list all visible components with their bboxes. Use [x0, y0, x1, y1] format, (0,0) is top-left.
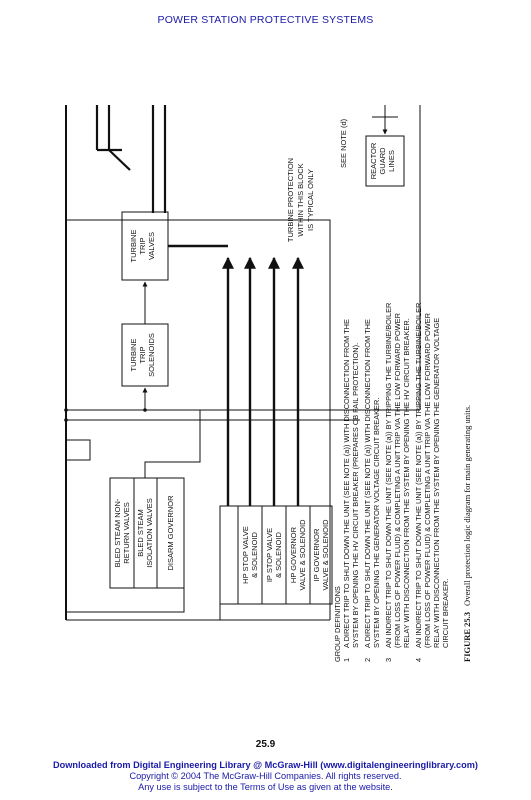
svg-text:RELAY WITH DISCONNECTION FROM: RELAY WITH DISCONNECTION FROM THE SYSTEM… [402, 318, 411, 648]
bled-steam-group-box [109, 477, 185, 589]
svg-text:GROUP DEFINITIONS: GROUP DEFINITIONS [333, 586, 342, 662]
group-definitions: GROUP DEFINITIONS 1 A DIRECT TRIP TO SHU… [333, 303, 450, 662]
svg-text:IP GOVERNOR: IP GOVERNOR [312, 528, 321, 581]
svg-text:HP GOVERNOR: HP GOVERNOR [289, 526, 298, 583]
turbine-trip-solenoids-label: TURBINE TRIP SOLENOIDS [129, 333, 156, 377]
ip-stop-valve-label: IP STOP VALVE & SOLENOID [265, 528, 283, 582]
svg-text:SOLENOIDS: SOLENOIDS [147, 333, 156, 377]
svg-text:FIGURE 25.3Overall protection: FIGURE 25.3Overall protection logic diag… [462, 405, 472, 662]
svg-text:AN INDIRECT TRIP TO SHUT DOWN: AN INDIRECT TRIP TO SHUT DOWN THE UNIT (… [384, 303, 393, 648]
svg-text:(FROM LOSS OF POWER FLUID) & C: (FROM LOSS OF POWER FLUID) & COMPLETING … [393, 313, 402, 648]
footer-copyright: Copyright © 2004 The McGraw-Hill Compani… [129, 771, 402, 781]
svg-text:3: 3 [384, 658, 393, 662]
svg-text:2: 2 [363, 658, 372, 662]
valve-solenoid-group-box [219, 505, 333, 605]
svg-text:IP STOP VALVE: IP STOP VALVE [265, 528, 274, 582]
svg-text:AN INDIRECT TRIP TO SHUT DOWN: AN INDIRECT TRIP TO SHUT DOWN THE UNIT (… [414, 303, 423, 648]
svg-text:CIRCUIT BREAKER.: CIRCUIT BREAKER. [441, 579, 450, 648]
svg-text:WITHIN THIS BLOCK: WITHIN THIS BLOCK [296, 163, 305, 236]
top-trip-lines [95, 105, 167, 213]
hp-governor-label: HP GOVERNOR VALVE & SOLENOID [289, 519, 307, 591]
svg-text:VALVE & SOLENOID: VALVE & SOLENOID [321, 519, 330, 591]
svg-text:HP STOP VALVE: HP STOP VALVE [241, 526, 250, 584]
svg-text:GUARD: GUARD [378, 147, 387, 175]
svg-text:REACTOR: REACTOR [369, 142, 378, 179]
svg-text:IS TYPICAL ONLY: IS TYPICAL ONLY [306, 169, 315, 231]
disarm-governor-label: DISARM GOVERNOR [166, 495, 175, 571]
svg-text:RETURN VALVES: RETURN VALVES [122, 502, 131, 563]
footer: Downloaded from Digital Engineering Libr… [0, 760, 531, 793]
hp-stop-valve-label: HP STOP VALVE & SOLENOID [241, 526, 259, 584]
svg-text:TURBINE: TURBINE [129, 230, 138, 263]
bled-steam-nrv-label: BLED STEAM NON- RETURN VALVES [113, 498, 131, 567]
footer-terms: Any use is subject to the Terms of Use a… [138, 782, 393, 792]
page-number: 25.9 [255, 739, 276, 750]
svg-text:TURBINE: TURBINE [129, 339, 138, 372]
svg-text:& SOLENOID: & SOLENOID [274, 532, 283, 578]
svg-text:& SOLENOID: & SOLENOID [250, 532, 259, 578]
svg-text:BLED STEAM: BLED STEAM [136, 509, 145, 557]
ip-governor-label: IP GOVERNOR VALVE & SOLENOID [312, 519, 330, 591]
svg-text:SYSTEM BY OPENING THE HV CIRCU: SYSTEM BY OPENING THE HV CIRCUIT BREAKER… [351, 343, 360, 648]
svg-text:VALVE & SOLENOID: VALVE & SOLENOID [298, 519, 307, 591]
svg-text:A DIRECT TRIP TO SHUT DOWN THE: A DIRECT TRIP TO SHUT DOWN THE UNIT (SEE… [342, 319, 351, 648]
svg-text:TRIP: TRIP [138, 346, 147, 363]
turbine-block-outline [66, 219, 331, 620]
svg-text:TRIP: TRIP [138, 237, 147, 254]
bled-steam-isolation-label: BLED STEAM ISOLATION VALVES [136, 498, 154, 568]
svg-text:VALVES: VALVES [147, 232, 156, 260]
footer-download-link[interactable]: Downloaded from Digital Engineering Libr… [53, 760, 478, 770]
svg-text:TURBINE PROTECTION: TURBINE PROTECTION [286, 158, 295, 242]
turbine-protection-note: TURBINE PROTECTION WITHIN THIS BLOCK IS … [286, 158, 315, 242]
svg-text:BLED STEAM NON-: BLED STEAM NON- [113, 498, 122, 567]
svg-text:4: 4 [414, 658, 423, 662]
svg-text:A DIRECT TRIP TO SHUT DOWN THE: A DIRECT TRIP TO SHUT DOWN THE UNIT (SEE… [363, 319, 372, 648]
see-note-d-label: SEE NOTE (d) [339, 118, 348, 168]
figure-caption: FIGURE 25.3Overall protection logic diag… [462, 405, 472, 662]
svg-text:(FROM LOSS OF POWER FLUID) & C: (FROM LOSS OF POWER FLUID) & COMPLETING … [423, 313, 432, 648]
svg-text:LINES: LINES [387, 150, 396, 172]
turbine-trip-valves-label: TURBINE TRIP VALVES [129, 230, 156, 263]
valve-signal-lines [168, 244, 304, 506]
reactor-guard-box [365, 135, 405, 187]
running-header: POWER STATION PROTECTIVE SYSTEMS [157, 14, 374, 26]
svg-text:ISOLATION VALVES: ISOLATION VALVES [145, 498, 154, 568]
svg-text:RELAY WITH DISCONNECTION FROM: RELAY WITH DISCONNECTION FROM THE SYSTEM… [432, 318, 441, 648]
svg-text:1: 1 [342, 658, 351, 662]
reactor-guard-label: REACTOR GUARD LINES [369, 142, 396, 179]
svg-text:SYSTEM BY OPENING THE GENERATO: SYSTEM BY OPENING THE GENERATOR VOLTAGE … [372, 398, 381, 648]
